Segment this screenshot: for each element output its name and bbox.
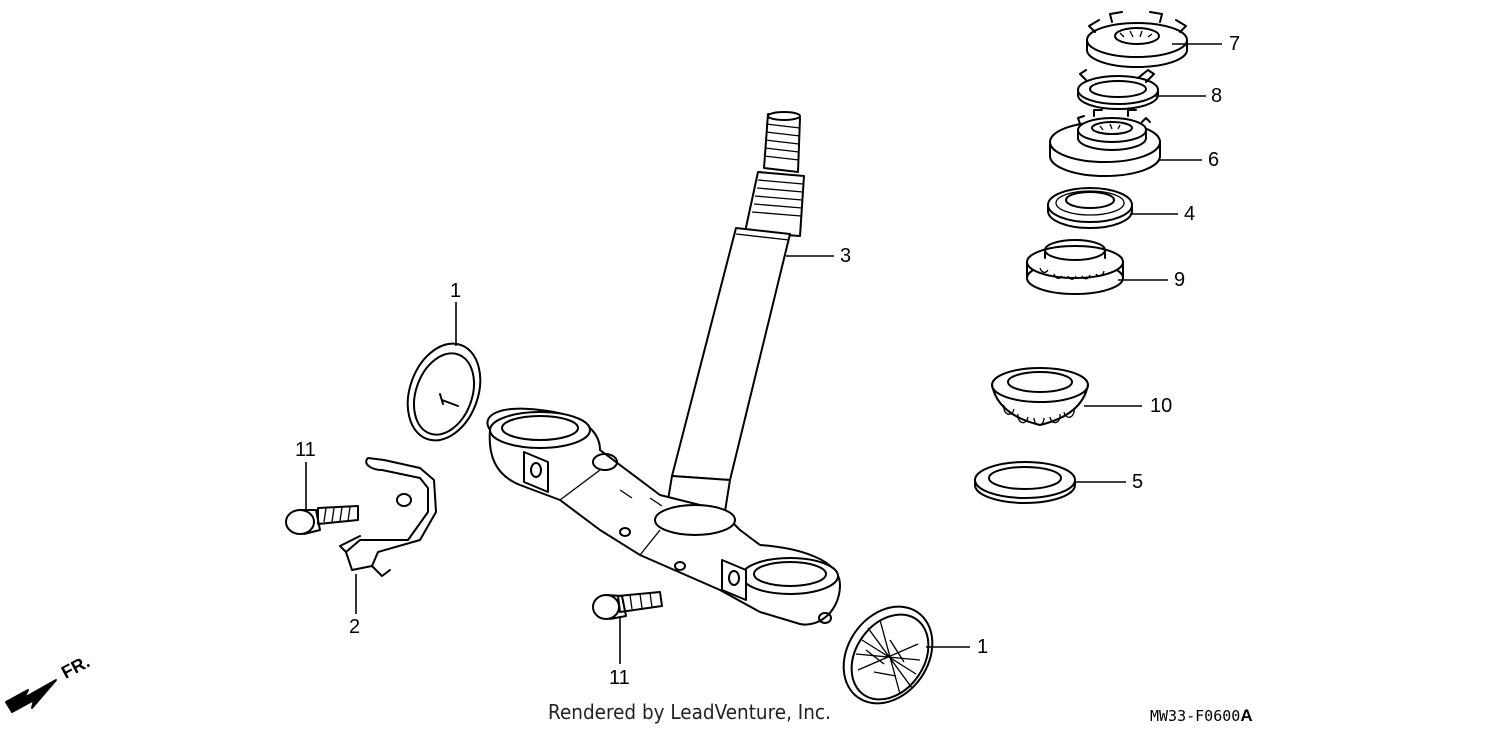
callout-11-bottom[interactable]: 11 bbox=[609, 667, 630, 689]
part-11-bolt-bottom[interactable] bbox=[592, 591, 663, 620]
callout-8[interactable]: 8 bbox=[1211, 85, 1223, 107]
part-7-lock-nut[interactable] bbox=[1086, 11, 1188, 68]
part-9-upper-bearing[interactable] bbox=[1026, 239, 1124, 295]
callout-4[interactable]: 4 bbox=[1184, 203, 1196, 225]
callout-2[interactable]: 2 bbox=[349, 616, 361, 638]
part-6-adjusting-nut[interactable] bbox=[1049, 109, 1161, 177]
leader-lines bbox=[305, 43, 1222, 664]
callout-11-left[interactable]: 11 bbox=[295, 439, 316, 461]
part-11-bolt-left[interactable] bbox=[285, 505, 359, 535]
part-1-cap-lower[interactable] bbox=[825, 589, 950, 720]
part-1-cap-upper[interactable] bbox=[395, 333, 493, 450]
callout-3[interactable]: 3 bbox=[840, 245, 852, 267]
callout-7[interactable]: 7 bbox=[1229, 33, 1241, 55]
callout-6[interactable]: 6 bbox=[1208, 149, 1220, 171]
part-2-bracket[interactable] bbox=[339, 457, 437, 577]
diagram-code: MW33-F0600A bbox=[1150, 706, 1253, 726]
callout-1-lower[interactable]: 1 bbox=[977, 636, 989, 658]
callout-5[interactable]: 5 bbox=[1132, 471, 1144, 493]
callout-9[interactable]: 9 bbox=[1174, 269, 1186, 291]
render-credit: Rendered by LeadVenture, Inc. bbox=[548, 700, 831, 724]
part-4-dust-seal[interactable] bbox=[1047, 187, 1133, 229]
part-3-steering-stem[interactable] bbox=[486, 111, 841, 626]
front-direction-arrow-icon bbox=[5, 679, 57, 713]
diagram-code-suffix: A bbox=[1240, 706, 1253, 725]
callout-10[interactable]: 10 bbox=[1150, 395, 1173, 417]
part-10-lower-bearing[interactable] bbox=[991, 367, 1089, 426]
part-5-lower-dust-seal[interactable] bbox=[974, 461, 1076, 504]
diagram-code-main: MW33-F0600 bbox=[1150, 707, 1241, 725]
callout-1-upper[interactable]: 1 bbox=[450, 280, 462, 302]
part-8-lock-washer[interactable] bbox=[1077, 69, 1159, 110]
